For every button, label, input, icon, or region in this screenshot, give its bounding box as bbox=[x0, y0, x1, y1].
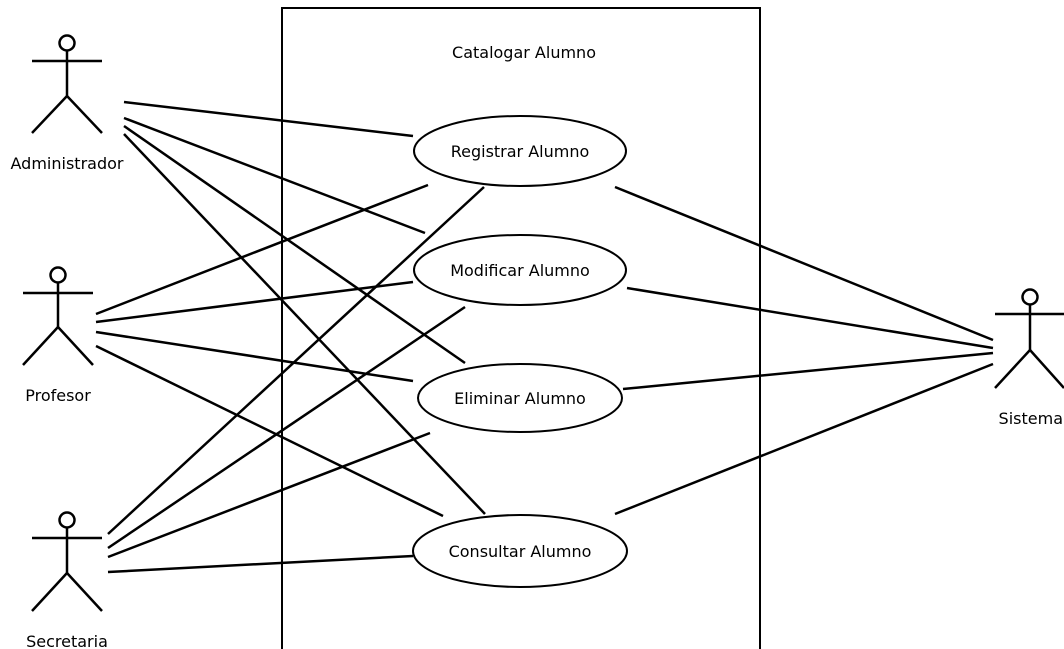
actor-administrador-name: Administrador bbox=[11, 154, 124, 173]
use-case-eliminar[interactable]: Eliminar Alumno bbox=[417, 363, 623, 433]
actor-profesor-head bbox=[49, 266, 67, 284]
use-case-consultar-shape bbox=[412, 514, 628, 588]
actor-sistema-head bbox=[1021, 288, 1039, 306]
use-case-registrar[interactable]: Registrar Alumno bbox=[413, 115, 627, 187]
association-administrador-modificar bbox=[123, 116, 426, 235]
actor-sistema-left-leg bbox=[994, 349, 1031, 389]
actor-profesor[interactable] bbox=[22, 266, 94, 366]
association-profesor-modificar bbox=[95, 280, 414, 324]
association-secretaria-eliminar bbox=[107, 431, 431, 559]
use-case-registrar-shape bbox=[413, 115, 627, 187]
use-case-eliminar-label: Eliminar Alumno bbox=[454, 389, 586, 408]
association-administrador-registrar bbox=[123, 100, 414, 138]
actor-secretaria[interactable] bbox=[31, 511, 103, 612]
associations bbox=[95, 100, 994, 574]
association-sistema-modificar bbox=[626, 286, 994, 350]
association-secretaria-consultar bbox=[107, 554, 414, 574]
actor-secretaria-right-leg bbox=[66, 572, 103, 612]
association-secretaria-modificar bbox=[107, 305, 466, 550]
system-boundary-title: Catalogar Alumno bbox=[452, 43, 596, 62]
actor-secretaria-name: Secretaria bbox=[26, 632, 108, 649]
association-sistema-registrar bbox=[614, 185, 994, 342]
association-sistema-consultar bbox=[614, 362, 994, 516]
actor-profesor-left-leg bbox=[22, 326, 59, 366]
association-profesor-eliminar bbox=[95, 330, 414, 383]
use-case-registrar-label: Registrar Alumno bbox=[451, 142, 590, 161]
association-profesor-consultar bbox=[95, 344, 444, 518]
use-case-eliminar-shape bbox=[417, 363, 623, 433]
use-case-modificar-label: Modificar Alumno bbox=[450, 261, 590, 280]
association-secretaria-registrar bbox=[107, 186, 485, 535]
association-profesor-registrar bbox=[95, 183, 429, 316]
actor-administrador-left-leg bbox=[31, 95, 68, 134]
association-administrador-consultar bbox=[123, 133, 486, 515]
actor-profesor-name: Profesor bbox=[25, 386, 91, 405]
actor-secretaria-left-leg bbox=[31, 572, 68, 612]
use-case-consultar-label: Consultar Alumno bbox=[449, 542, 592, 561]
association-sistema-eliminar bbox=[622, 351, 994, 391]
actor-administrador-right-leg bbox=[66, 95, 103, 134]
actor-sistema-right-leg bbox=[1029, 349, 1064, 389]
actor-secretaria-head bbox=[58, 511, 76, 529]
actor-sistema-name: Sistema bbox=[999, 409, 1063, 428]
use-case-consultar[interactable]: Consultar Alumno bbox=[412, 514, 628, 588]
actor-profesor-right-leg bbox=[57, 326, 94, 366]
use-case-modificar[interactable]: Modificar Alumno bbox=[413, 234, 627, 306]
actor-sistema[interactable] bbox=[994, 288, 1064, 389]
association-administrador-eliminar bbox=[123, 124, 466, 365]
actor-administrador-head bbox=[58, 34, 76, 52]
system-boundary bbox=[281, 7, 761, 649]
use-case-modificar-shape bbox=[413, 234, 627, 306]
actor-administrador[interactable] bbox=[31, 34, 103, 134]
